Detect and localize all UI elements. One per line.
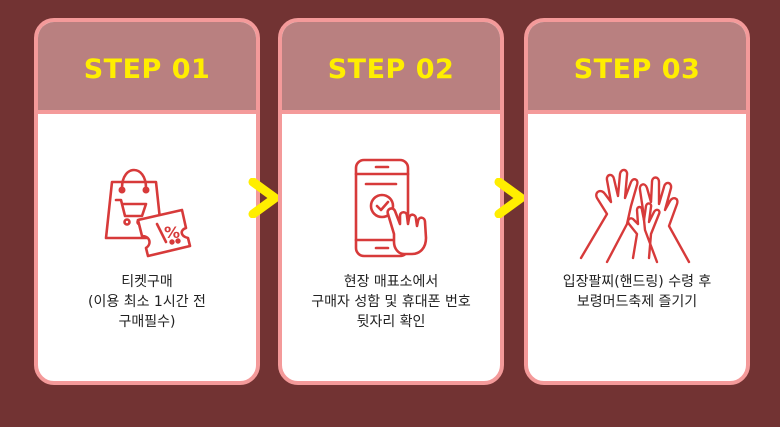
- step-title: STEP 03: [573, 53, 701, 85]
- step-header: STEP 01: [38, 22, 256, 114]
- phone-tap-icon: [354, 158, 428, 258]
- step-header: STEP 02: [282, 22, 500, 114]
- step-card-1: STEP 01 % 티켓구매 (이용 최소 1시간 전 구매필수): [34, 18, 260, 385]
- chevron-right-icon: [248, 178, 280, 218]
- step-description: 티켓구매 (이용 최소 1시간 전 구매필수): [88, 274, 206, 330]
- step-title: STEP 02: [327, 53, 455, 85]
- chevron-right-icon: [494, 178, 526, 218]
- step-description: 현장 매표소에서 구매자 성함 및 휴대폰 번호 뒷자리 확인: [311, 274, 471, 330]
- step-description: 입장팔찌(핸드링) 수령 후 보령머드축제 즐기기: [562, 274, 712, 310]
- step-card-3: STEP 03 입장팔찌(핸드링) 수령 후 보령머드축제 즐기기: [524, 18, 750, 385]
- svg-text:%: %: [164, 223, 180, 242]
- raised-hands-icon: [579, 168, 691, 264]
- step-header: STEP 03: [528, 22, 746, 114]
- step-title: STEP 01: [83, 53, 211, 85]
- step-card-2: STEP 02 현장 매표소에서 구매자 성함 및 휴대폰 번호 뒷자리 확인: [278, 18, 504, 385]
- shopping-bag-ticket-icon: %: [104, 168, 192, 258]
